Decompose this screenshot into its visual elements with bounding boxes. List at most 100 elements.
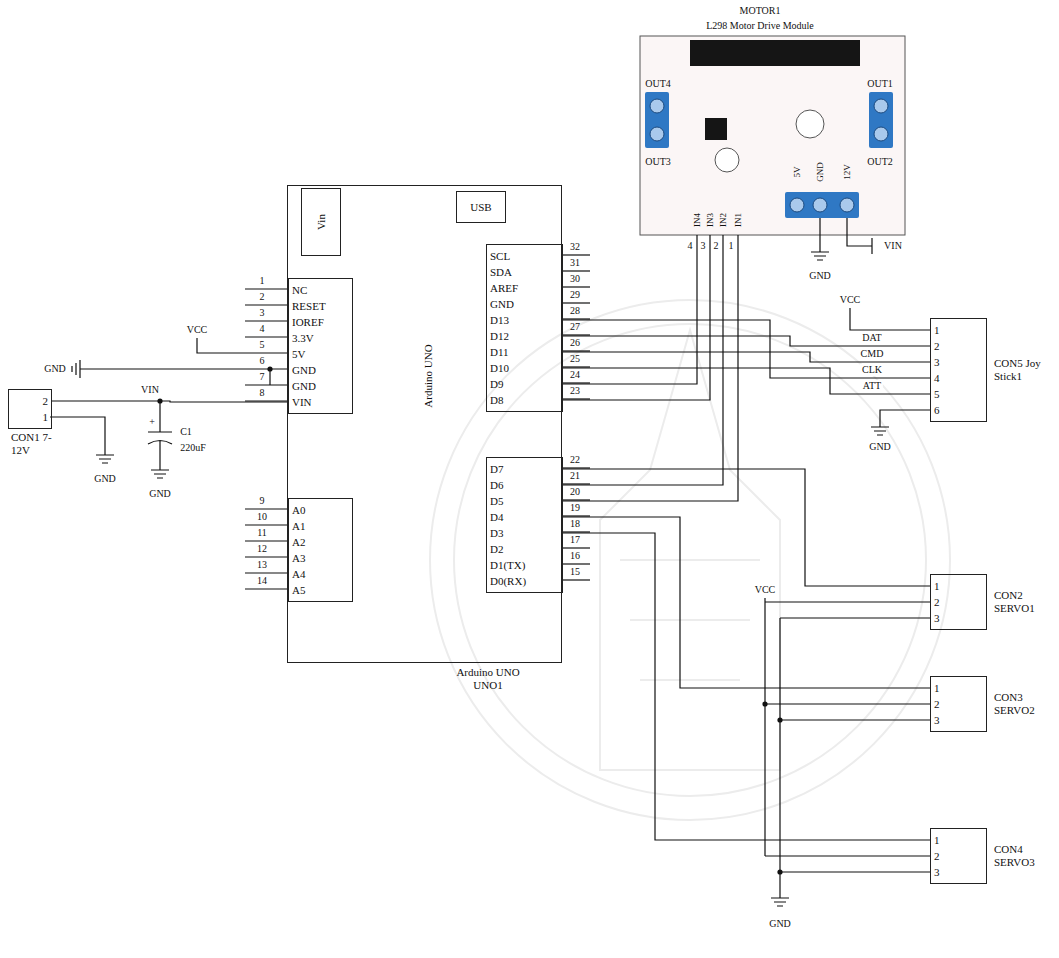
signal-label: + [149, 416, 155, 428]
connector-name: CON5 Joy Stick1 [994, 357, 1058, 383]
signal-wire [563, 235, 723, 485]
pin-stub [245, 352, 287, 353]
pin-name: 5 [931, 386, 986, 402]
pin-number: 9 [260, 495, 265, 507]
signal-label: 220uF [180, 442, 206, 454]
pin-name: D11 [487, 344, 562, 360]
signal-wire [52, 401, 288, 402]
signal-wire [563, 517, 930, 688]
pin-stub [562, 547, 590, 548]
pin-number: 15 [570, 566, 580, 578]
pin-number: 8 [260, 387, 265, 399]
signal-label: VCC [840, 294, 861, 306]
pin-name: 3 [931, 610, 986, 626]
pin-name: A0 [289, 502, 352, 518]
pin-stub [562, 563, 590, 564]
pin-name: SDA [487, 264, 562, 280]
pin-stub [562, 286, 590, 287]
pin-number: 16 [570, 550, 580, 562]
signal-label: 5V [792, 167, 803, 178]
servo-connector: 123CON3 SERVO2 [930, 676, 987, 732]
digital-header: SCLSDAAREFGNDD13D12D11D10D9D8 [486, 244, 563, 412]
pin-name: SCL [487, 248, 562, 264]
signal-wire [563, 469, 930, 586]
digital-header: D7D6D5D4D3D2D1(TX)D0(RX) [486, 457, 563, 593]
signal-label: OUT2 [867, 156, 893, 168]
part-name: USB [470, 201, 491, 214]
signal-wire [563, 235, 697, 384]
connector-name: CON2 SERVO1 [994, 589, 1058, 615]
pin-name: NC [289, 282, 352, 298]
pin-name: D10 [487, 360, 562, 376]
pin-stub [245, 304, 287, 305]
pin-number: 14 [257, 575, 267, 587]
pin-name: D8 [487, 392, 562, 408]
wire-label: CMD [859, 348, 886, 360]
signal-label: IN4 [692, 213, 703, 227]
pin-number: 24 [570, 369, 580, 381]
pin-name: D13 [487, 312, 562, 328]
pin-stub [245, 320, 287, 321]
pin-number: 21 [570, 470, 580, 482]
pin-number: 20 [570, 486, 580, 498]
analog-header: A0A1A2A3A4A5 [288, 498, 353, 602]
pin-name: D6 [487, 477, 562, 493]
pin-stub [245, 572, 287, 573]
pin-stub [562, 254, 590, 255]
pin-name: GND [289, 378, 352, 394]
servo-connector: 123CON2 SERVO1 [930, 574, 987, 630]
part-name: MOTOR1 [740, 5, 781, 17]
pin-stub [562, 302, 590, 303]
pin-name: 3 [931, 354, 986, 370]
pin-number: 3 [260, 307, 265, 319]
pin-name: 2 [9, 393, 51, 409]
pin-number: 2 [260, 291, 265, 303]
pin-name: A2 [289, 534, 352, 550]
pin-name: 5V [289, 346, 352, 362]
pin-stub [245, 368, 287, 369]
pin-name: 1 [9, 409, 51, 425]
pin-number: 4 [688, 240, 693, 252]
signal-label: IN2 [718, 213, 729, 227]
joystick-connector: 123456CON5 Joy Stick1 [930, 318, 987, 422]
pin-name: RESET [289, 298, 352, 314]
pin-name: 3 [931, 864, 986, 880]
signal-label: VIN [141, 384, 159, 396]
pin-name: GND [487, 296, 562, 312]
pin-number: 13 [257, 559, 267, 571]
signal-label: VCC [187, 324, 208, 336]
pin-stub [245, 524, 287, 525]
pin-stub [245, 588, 287, 589]
pin-name: 1 [931, 322, 986, 338]
pin-number: 27 [570, 321, 580, 333]
pin-number: 1 [260, 275, 265, 287]
pin-number: 3 [701, 240, 706, 252]
pin-name: A4 [289, 566, 352, 582]
watermark-seal [430, 300, 950, 820]
signal-label: IN3 [705, 213, 716, 227]
pin-name: GND [289, 362, 352, 378]
connector-name: CON1 7-12V [11, 431, 59, 457]
pin-name: 2 [931, 594, 986, 610]
part-name: L298 Motor Drive Module [706, 20, 814, 32]
wire-label: DAT [860, 332, 883, 344]
pin-name: 1 [931, 832, 986, 848]
pin-name: 6 [931, 402, 986, 418]
pin-name: D5 [487, 493, 562, 509]
pin-name: D3 [487, 525, 562, 541]
pin-number: 4 [260, 323, 265, 335]
pin-number: 29 [570, 289, 580, 301]
signal-label: GND [94, 473, 116, 485]
pin-name: 3.3V [289, 330, 352, 346]
pin-stub [245, 540, 287, 541]
signal-label: VCC [755, 584, 776, 596]
pin-number: 30 [570, 273, 580, 285]
pin-name: D1(TX) [487, 557, 562, 573]
pin-name: 1 [931, 680, 986, 696]
pin-number: 17 [570, 534, 580, 546]
signal-label: GND [44, 363, 66, 375]
